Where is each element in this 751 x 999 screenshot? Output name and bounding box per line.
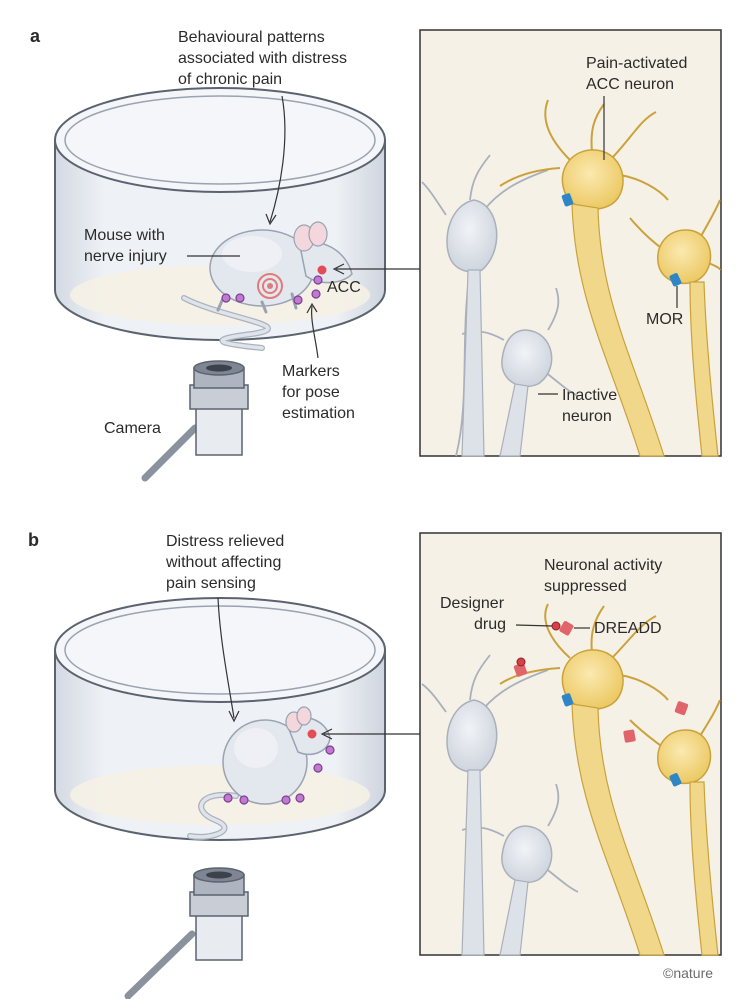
mor-label: MOR: [646, 311, 683, 328]
acc-dot-b: [307, 729, 317, 739]
panel-b-letter: b: [28, 530, 39, 550]
inactive-label: Inactive neuron: [562, 387, 622, 425]
suppressed-label: Neuronal activity suppressed: [544, 557, 667, 595]
camera-a: [141, 360, 249, 482]
mouse-label: Mouse with nerve injury: [84, 227, 169, 265]
cylinder-b: [54, 597, 386, 841]
acc-label: ACC: [327, 279, 361, 296]
dreadd-label: DREADD: [594, 620, 662, 637]
behaviour-label: Behavioural patterns associated with dis…: [178, 29, 351, 88]
pose-markers-a: [221, 275, 323, 305]
nature-credit: ©nature: [663, 965, 713, 981]
pain-neuron-label: Pain-activated ACC neuron: [586, 55, 692, 93]
mouse-relieved: [187, 706, 331, 840]
pose-markers-b: [223, 745, 335, 805]
camera-label: Camera: [104, 420, 161, 437]
neuron-panel-b: [419, 532, 722, 956]
cylinder-a: [54, 87, 386, 341]
camera-b: [124, 867, 249, 999]
drug-label: Designer drug: [440, 595, 508, 633]
acc-dot: [317, 265, 327, 275]
behaviour-arrow: [269, 95, 286, 223]
relief-label: Distress relieved without affecting pain…: [165, 533, 289, 592]
neuron-panel-a: [419, 29, 722, 457]
panel-a-letter: a: [30, 26, 41, 46]
markers-label: Markers for pose estimation: [282, 363, 355, 422]
injury-target-icon: [257, 273, 283, 299]
